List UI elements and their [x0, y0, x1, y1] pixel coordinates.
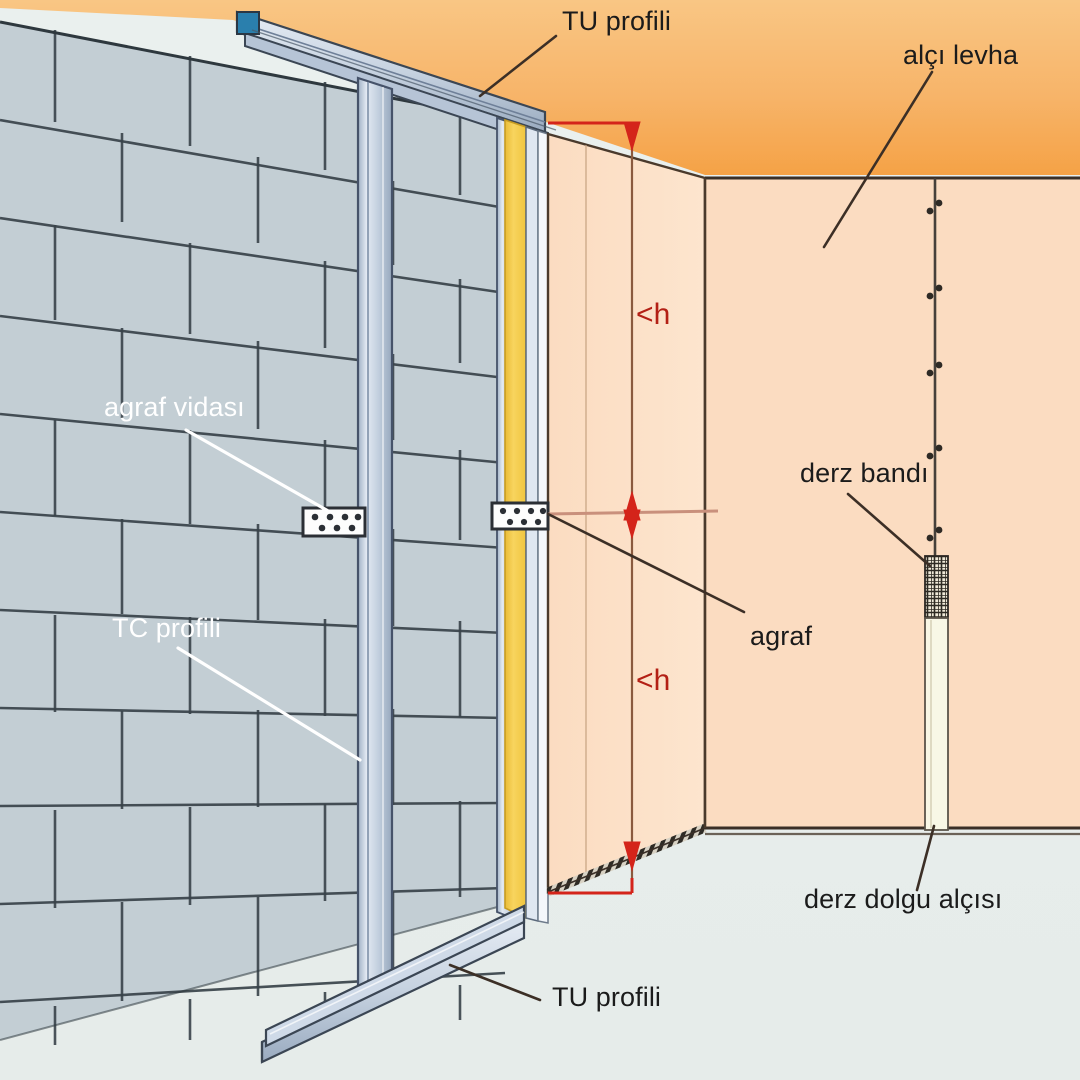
label-agraf: agraf: [750, 621, 813, 651]
joint-filler: [924, 617, 949, 831]
dimension-lower: [548, 509, 641, 895]
label-tc-profili: TC profili: [112, 613, 222, 643]
agraf-bracket-right: [490, 501, 550, 531]
leader-agraf: [546, 512, 746, 614]
label-tu-profili-bottom: TU profili: [552, 982, 662, 1012]
tc-stud: [356, 76, 394, 1014]
leader-tu-bottom: [448, 963, 542, 1002]
label-alci-levha: alçı levha: [903, 40, 1019, 70]
label-tu-profili-top: TU profili: [562, 6, 672, 36]
leader-tu-top: [478, 34, 558, 98]
label-agraf-vidasi: agraf vidası: [104, 392, 245, 422]
dimension-label-upper: <h: [636, 298, 671, 331]
dimension-label-lower: <h: [636, 664, 671, 697]
tu-track-ceiling: [235, 10, 557, 148]
agraf-bracket-left: [301, 506, 367, 538]
leader-tc-profili: [176, 646, 362, 762]
leader-derz-bandi: [846, 492, 932, 568]
leader-alci-levha: [822, 70, 934, 249]
screw-dots: [926, 199, 943, 542]
label-derz-bandi: derz bandı: [800, 458, 929, 488]
gypsum-board-right: [703, 176, 1080, 836]
track-endcap: [236, 11, 260, 35]
masonry-wall: [0, 20, 506, 1045]
tu-track-floor: [260, 904, 526, 1064]
leader-agraf-vidasi: [184, 428, 332, 514]
leader-derz-dolgu: [915, 824, 936, 892]
label-derz-dolgu-alcisi: derz dolgu alçısı: [804, 884, 1003, 914]
